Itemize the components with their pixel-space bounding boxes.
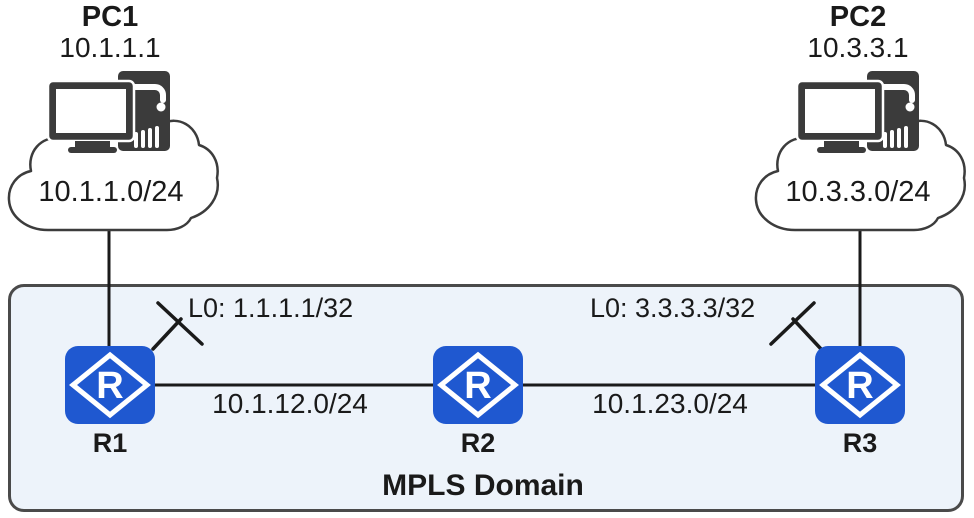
pc-tower-button (905, 102, 915, 112)
pc2-name-label: PC2 (829, 1, 887, 33)
pc-tower-button (156, 102, 166, 112)
pc-monitor-screen (56, 89, 126, 133)
pc1-computer-icon (46, 71, 170, 153)
pc-tower-slot (121, 84, 166, 103)
r1-loopback-icon (151, 301, 204, 351)
router-letter: R (96, 365, 123, 407)
router-body (815, 346, 905, 424)
pc1-network-label: 10.1.1.0/24 (38, 176, 184, 208)
pc2-computer-icon (795, 71, 919, 153)
router-body (433, 346, 523, 424)
pc-monitor-base (68, 147, 117, 153)
router-diamond (437, 351, 519, 419)
pc-monitor-base (817, 147, 866, 153)
r3-loopback-label: L0: 3.3.3.3/32 (590, 293, 756, 323)
pc-monitor-screen (805, 89, 875, 133)
pc2-network-label: 10.3.3.0/24 (785, 176, 931, 208)
router-r1-name-label: R1 (92, 428, 128, 458)
pc-monitor-neck (824, 141, 859, 147)
router-r3-icon: R (815, 346, 905, 424)
router-diamond (69, 351, 151, 419)
pc-tower-vents (134, 126, 159, 148)
pc1-ip-label: 10.1.1.1 (59, 32, 161, 63)
pc-tower-slot (870, 84, 915, 103)
router-r1-icon: R (65, 346, 155, 424)
pc2-ip-label: 10.3.3.1 (807, 32, 909, 63)
r2-r3-network-label: 10.1.23.0/24 (592, 388, 748, 419)
r1-loopback-label: L0: 1.1.1.1/32 (188, 293, 354, 323)
pc-monitor-neck (75, 141, 110, 147)
r1-r2-network-label: 10.1.12.0/24 (212, 388, 368, 419)
router-r3-name-label: R3 (842, 428, 878, 458)
router-r2-icon: R (433, 346, 523, 424)
router-r2-name-label: R2 (460, 428, 496, 458)
mpls-domain-label: MPLS Domain (382, 469, 584, 502)
pc1-name-label: PC1 (81, 1, 139, 33)
router-letter: R (846, 365, 873, 407)
pc-tower-vents (883, 126, 908, 148)
router-diamond (819, 351, 901, 419)
router-body (65, 346, 155, 424)
router-letter: R (464, 365, 491, 407)
r3-loopback-icon (769, 301, 823, 351)
